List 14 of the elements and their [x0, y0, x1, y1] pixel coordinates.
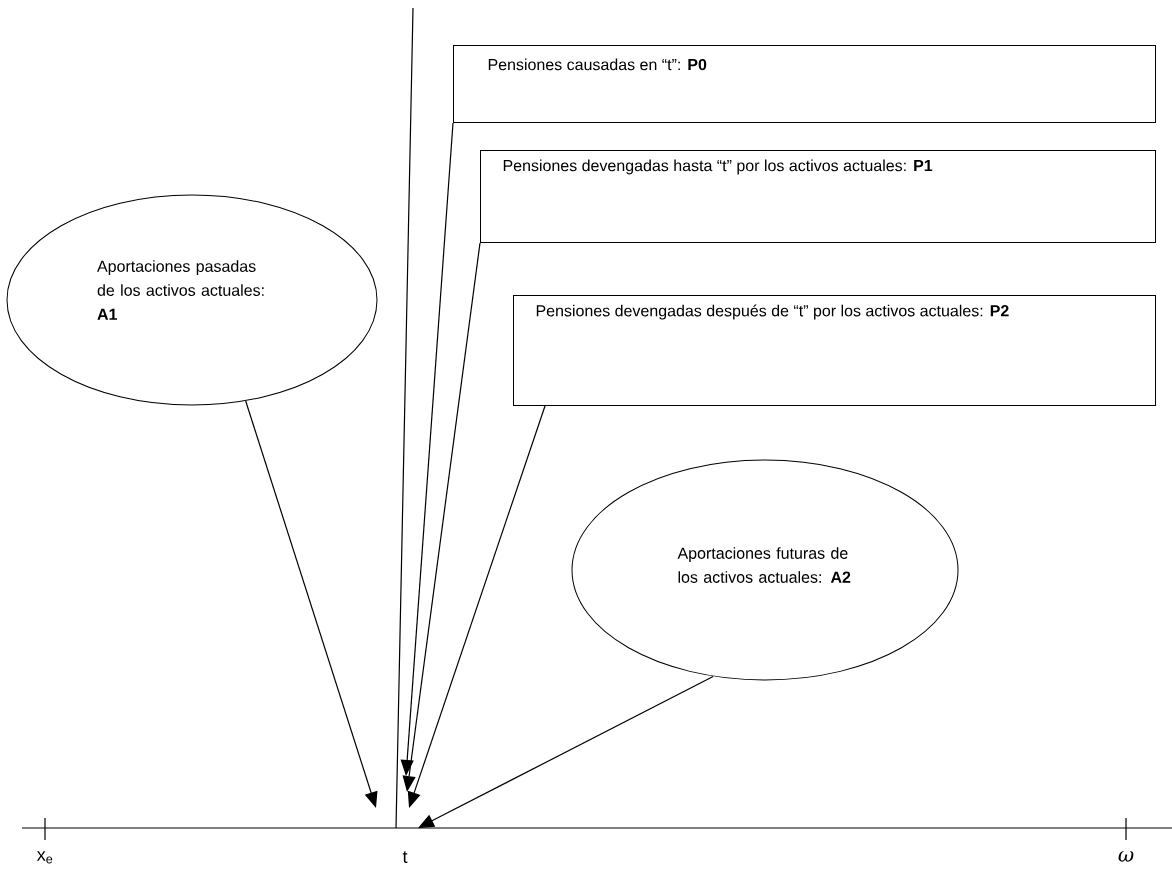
text-ellipse — [6, 194, 378, 406]
axis-label: t — [402, 851, 408, 863]
text-box: Pensiones devengadas hasta “t” por los activos actuales: P1 — [480, 150, 1156, 243]
axis-label: x$_{e}$ — [36, 851, 53, 864]
axis-label: ω — [1118, 851, 1134, 862]
arrow — [407, 405, 546, 808]
node-label: Aportaciones pasadas de los activos actuales: A1 — [97, 260, 264, 320]
node-label: Aportaciones futuras de los activos actuales: A2 — [677, 547, 851, 583]
arrow — [418, 675, 714, 828]
text-box: Pensiones devengadas después de “t” por los activos actuales: P2 — [513, 295, 1156, 406]
text-box: Pensiones causadas en “t”: P0 — [453, 45, 1156, 123]
arrow — [402, 242, 481, 792]
text-ellipse — [571, 459, 959, 681]
arrow — [245, 400, 378, 808]
